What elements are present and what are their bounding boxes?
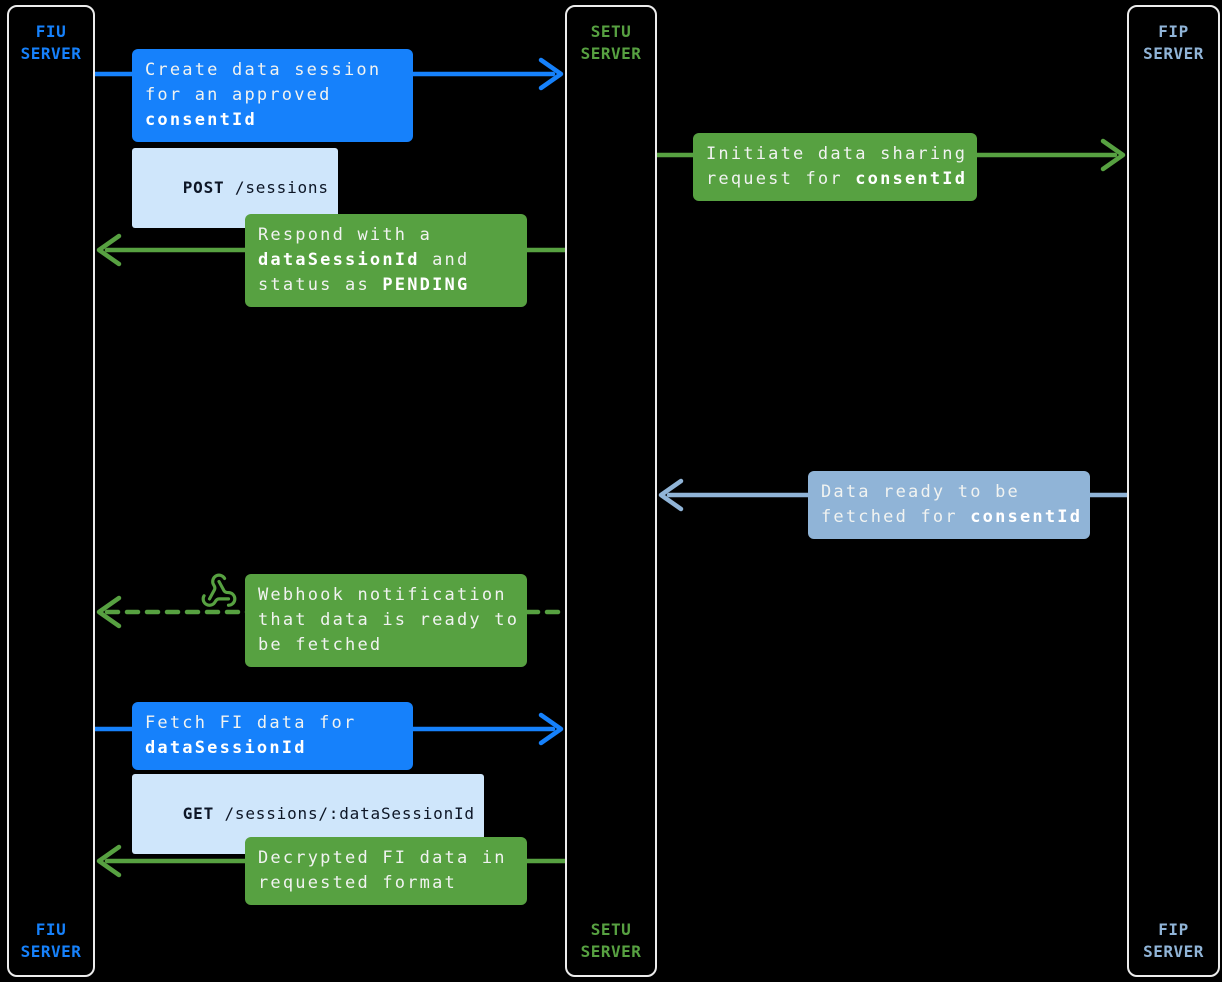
actor-label-fiu-top: FIU SERVER (20, 22, 82, 63)
message-respond-pending: Respond with a dataSessionId and status … (245, 214, 527, 307)
message-create-session: Create data session for an approved cons… (132, 49, 413, 142)
actor-label-setu-top: SETU SERVER (580, 22, 642, 63)
message-decrypted-data: Decrypted FI data in requested format (245, 837, 527, 905)
lifeline-setu-server: SETU SERVER SETU SERVER (565, 5, 657, 977)
actor-label-setu-bottom: SETU SERVER (580, 920, 642, 961)
actor-label-fip-top: FIP SERVER (1143, 22, 1204, 63)
lifeline-fip-server: FIP SERVER FIP SERVER (1127, 5, 1220, 977)
message-webhook-notification: Webhook notification that data is ready … (245, 574, 527, 667)
message-initiate-request: Initiate data sharing request for consen… (693, 133, 977, 201)
actor-label-fip-bottom: FIP SERVER (1143, 920, 1204, 961)
lifeline-fiu-server: FIU SERVER FIU SERVER (7, 5, 95, 977)
webhook-icon (201, 573, 237, 607)
message-fetch-data: Fetch FI data for dataSessionId (132, 702, 413, 770)
actor-label-fiu-bottom: FIU SERVER (20, 920, 82, 961)
message-data-ready: Data ready to be fetched for consentId (808, 471, 1090, 539)
